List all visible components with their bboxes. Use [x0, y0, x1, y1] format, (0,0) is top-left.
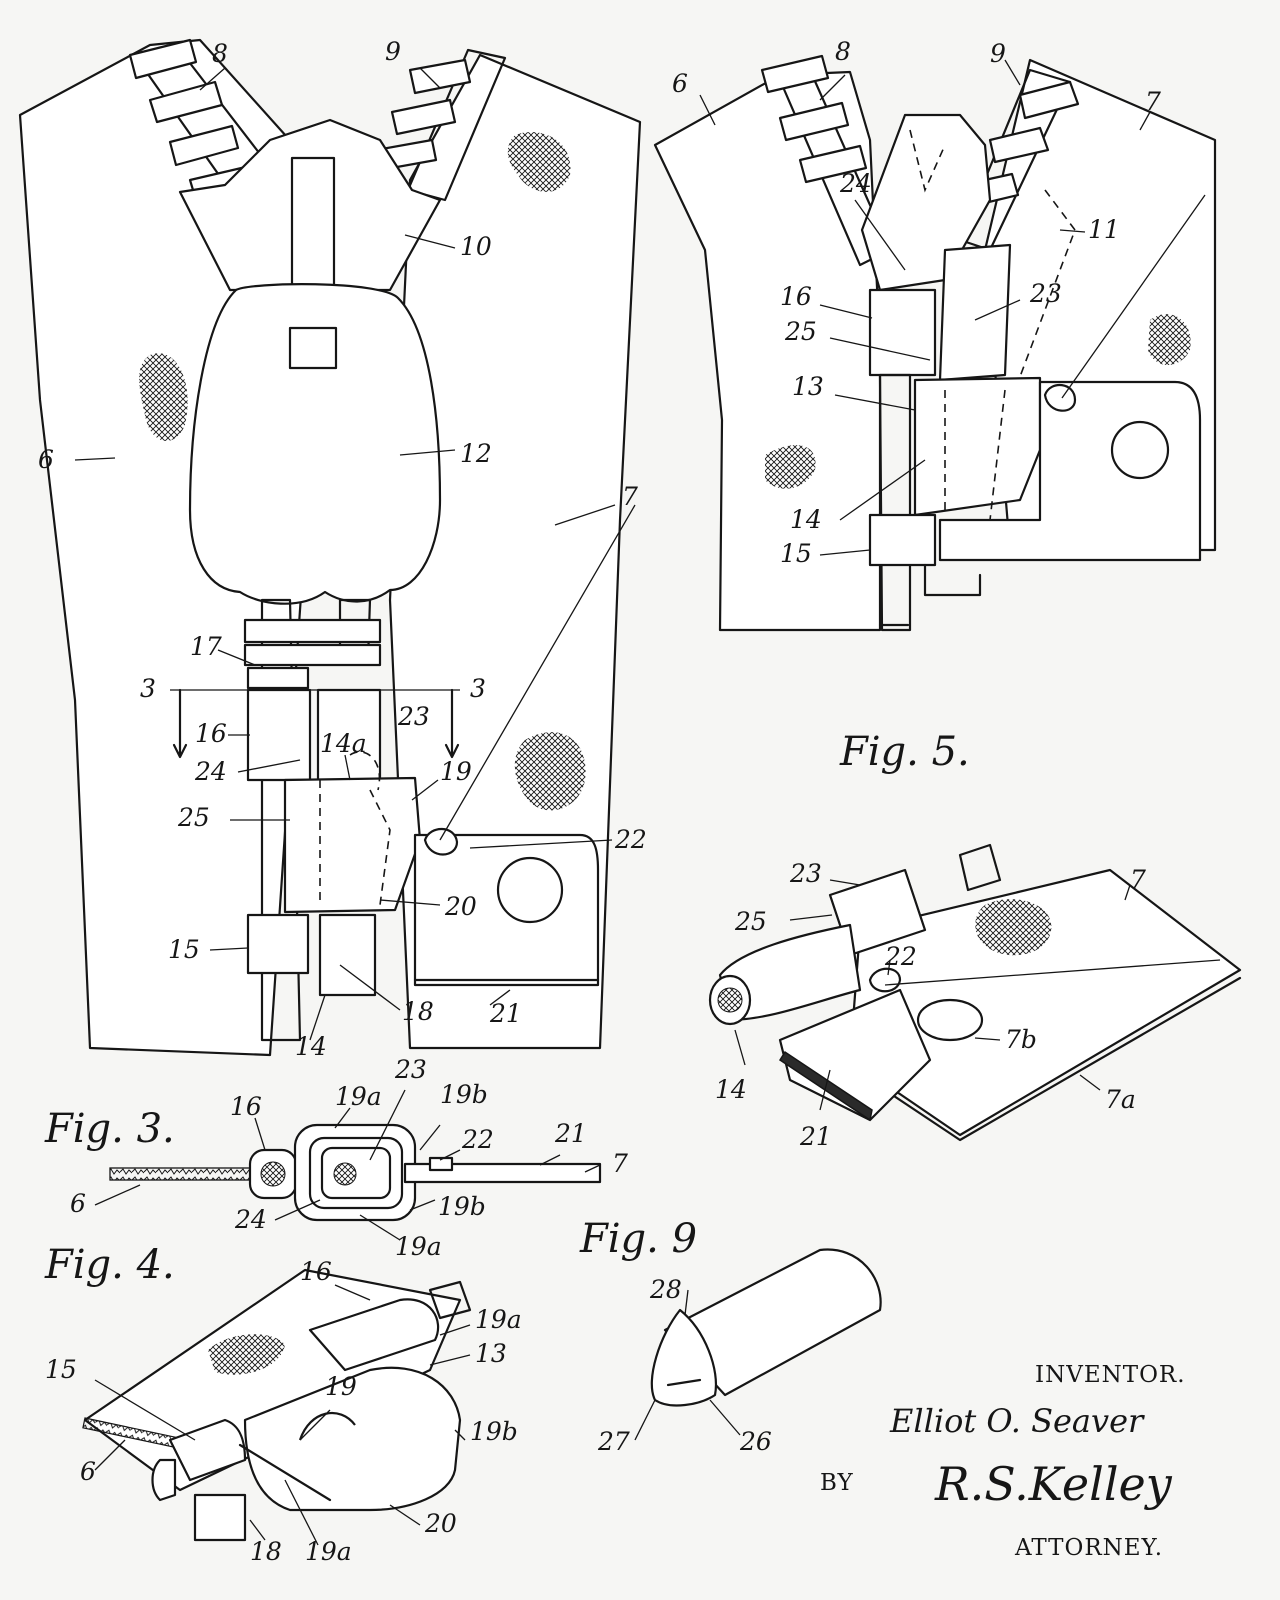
fig5-ref-8: 8: [835, 37, 851, 66]
main-figure: [18, 38, 642, 1057]
fig3-ref-19a-bottom: 19a: [395, 1232, 442, 1261]
part-23: [316, 688, 382, 782]
persp-ref-25: 25: [734, 907, 767, 936]
fig5-label: Fig. 5.: [839, 729, 970, 775]
fig3-ref-19b-bottom: 19b: [438, 1192, 486, 1221]
signature-block: INVENTOR. Elliot O. Seaver BY R.S.Kelley…: [820, 1362, 1186, 1561]
fig3-ref-7: 7: [612, 1149, 628, 1178]
fig3-ref-23: 23: [394, 1055, 427, 1084]
ref-19: 19: [440, 757, 472, 786]
fig5-ref-14: 14: [790, 505, 822, 534]
fig3-ref-6: 6: [70, 1189, 86, 1218]
zipper-teeth-9: [374, 58, 472, 172]
fig5-ref-11: 11: [1088, 215, 1120, 244]
ref-12: 12: [460, 439, 492, 468]
ref-25: 25: [177, 803, 210, 832]
fig5-ref-16: 16: [780, 282, 812, 311]
ref-20: 20: [444, 892, 477, 921]
persp-ref-14: 14: [715, 1075, 747, 1104]
figure-4-drawing: [82, 1268, 472, 1542]
fig5-ref-24: 24: [839, 169, 872, 198]
fig4-ref-19a-bottom: 19a: [305, 1537, 352, 1566]
fig4-ref-19b: 19b: [470, 1417, 518, 1446]
ref-6: 6: [38, 445, 54, 474]
fig3-ref-19a-top: 19a: [335, 1082, 382, 1111]
part-16: [246, 688, 312, 782]
fig5-ref-13: 13: [792, 372, 824, 401]
fig4-ref-19: 19: [325, 1372, 357, 1401]
persp-ref-7a: 7a: [1105, 1085, 1136, 1114]
ref-3-right: 3: [470, 674, 486, 703]
fig9-ref-26: 26: [739, 1427, 772, 1456]
fig4-ref-16: 16: [300, 1257, 332, 1286]
ref-16: 16: [195, 719, 227, 748]
fig4-ref-13: 13: [475, 1339, 507, 1368]
inventor-name: Elliot O. Seaver: [889, 1402, 1145, 1440]
part-18: [318, 913, 377, 997]
fig3-ref-21: 21: [554, 1119, 587, 1148]
fig4-ref-18: 18: [250, 1537, 282, 1566]
ref-8: 8: [212, 39, 228, 68]
persp-ref-23: 23: [789, 859, 822, 888]
ref-10: 10: [460, 232, 492, 261]
figure-9-drawing: [650, 1248, 882, 1407]
ref-22: 22: [614, 825, 647, 854]
figure-3-section: [109, 1123, 602, 1222]
ref-9: 9: [385, 37, 401, 66]
figure-5-drawing: [653, 54, 1217, 632]
persp-ref-7: 7: [1130, 865, 1146, 894]
fig5-ref-6: 6: [672, 69, 688, 98]
fig4-ref-20: 20: [424, 1509, 457, 1538]
inventor-caption: INVENTOR.: [1035, 1362, 1186, 1388]
plate-21: [413, 833, 600, 987]
fig5-ref-15: 15: [780, 539, 812, 568]
fig9-ref-27: 27: [597, 1427, 630, 1456]
fig4-label: Fig. 4.: [44, 1242, 175, 1288]
fig9-label: Fig. 9: [579, 1216, 697, 1262]
ref-21: 21: [489, 999, 522, 1028]
ref-17: 17: [190, 632, 222, 661]
fig3-label: Fig. 3.: [44, 1106, 175, 1152]
fig3-ref-16: 16: [230, 1092, 262, 1121]
fig5-ref-7: 7: [1145, 87, 1161, 116]
ref-7: 7: [622, 482, 638, 511]
ref-18: 18: [402, 997, 434, 1026]
ref-15: 15: [168, 935, 200, 964]
fig5-ref-9: 9: [990, 39, 1006, 68]
stop-body-20: [283, 776, 422, 914]
fig3-ref-22: 22: [461, 1125, 494, 1154]
fig3-ref-24: 24: [234, 1205, 267, 1234]
attorney-signature: R.S.Kelley: [934, 1457, 1173, 1511]
ref-14a: 14a: [320, 729, 367, 758]
ref-3-left: 3: [140, 674, 156, 703]
persp-ref-7b: 7b: [1005, 1025, 1037, 1054]
attorney-caption: ATTORNEY.: [1014, 1535, 1163, 1561]
fig5-ref-23: 23: [1029, 279, 1062, 308]
fig4-ref-6: 6: [80, 1457, 96, 1486]
plate-perspective-figure: [708, 843, 1242, 1142]
part-15: [246, 913, 310, 975]
fig9-ref-28: 28: [649, 1275, 682, 1304]
persp-ref-21: 21: [799, 1122, 832, 1151]
ref-24: 24: [194, 757, 227, 786]
ref-23: 23: [397, 702, 430, 731]
pull-tab-12: [188, 283, 442, 605]
persp-ref-22: 22: [884, 942, 917, 971]
fig4-ref-15: 15: [45, 1355, 77, 1384]
fig5-ref-25: 25: [784, 317, 817, 346]
ref-14: 14: [295, 1032, 327, 1061]
fig4-ref-19a-top: 19a: [475, 1305, 522, 1334]
by-label: BY: [820, 1470, 854, 1496]
fig3-ref-19b-top: 19b: [440, 1080, 488, 1109]
